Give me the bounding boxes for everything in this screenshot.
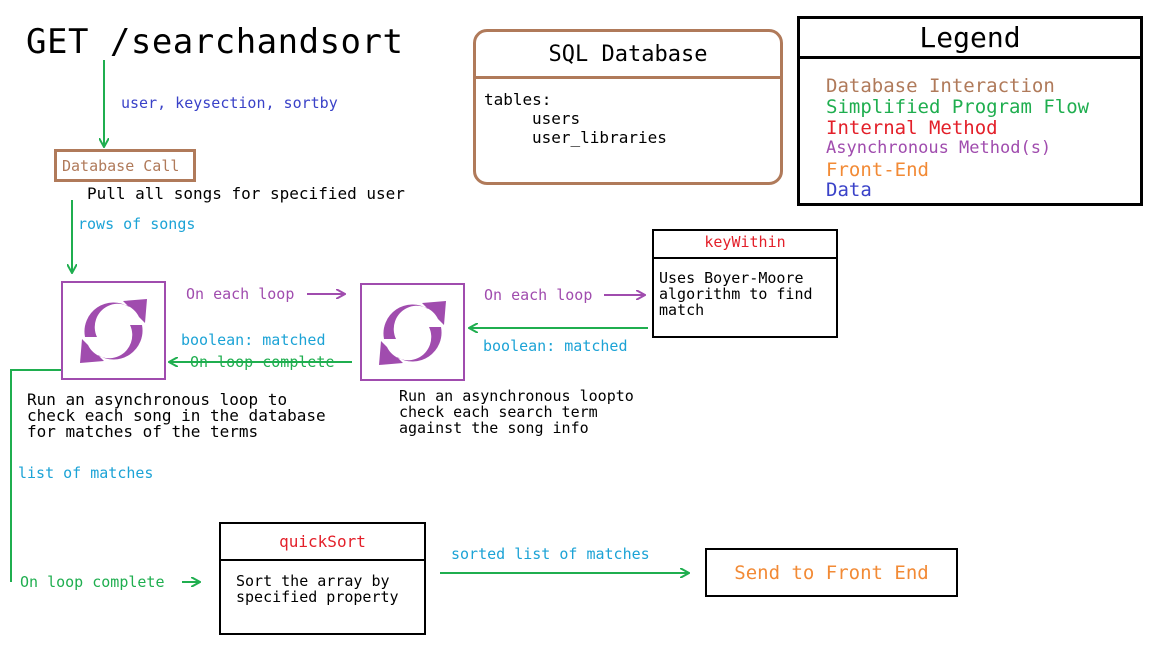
matches-on-loop-complete-label: On loop complete [20, 573, 165, 591]
legend-item-internal-method: Internal Method [826, 117, 998, 139]
quick-sort-box: quickSort Sort the array by specified pr… [219, 522, 426, 635]
database-call-description: Pull all songs for specified user [87, 184, 405, 203]
legend-divider [800, 56, 1140, 59]
outer-loop-description: Run an asynchronous loop to check each s… [27, 390, 326, 441]
legend-item-program-flow: Simplified Program Flow [826, 96, 1090, 118]
outer-on-loop-complete-label: On loop complete [190, 353, 335, 371]
key-within-description: Uses Boyer-Moore algorithm to find match [659, 269, 813, 319]
refresh-icon [80, 299, 147, 363]
front-end-box: Send to Front End [705, 548, 958, 597]
quick-sort-title: quickSort [279, 532, 366, 551]
endpoint-params: user, keysection, sortby [121, 94, 338, 112]
sql-tables-label: tables: [484, 90, 552, 109]
legend-item-database-interaction: Database Interaction [826, 75, 1055, 97]
refresh-icon [379, 301, 446, 365]
outer-on-each-loop-label: On each loop [186, 285, 295, 303]
legend-item-data: Data [826, 179, 872, 201]
legend-box: Legend Database Interaction Simplified P… [797, 16, 1143, 206]
sql-database-title: SQL Database [548, 42, 708, 67]
arrow-loop-to-quicksort [10, 369, 61, 582]
database-call-label: Database Call [62, 157, 180, 175]
list-of-matches-label: list of matches [18, 464, 154, 482]
sorted-list-label: sorted list of matches [451, 545, 650, 563]
quick-sort-divider [221, 559, 424, 561]
sql-database-divider [476, 76, 780, 79]
sql-database-box: SQL Database tables: users user_librarie… [473, 29, 783, 185]
inner-matched-label: boolean: matched [483, 337, 628, 355]
sql-table-users: users [532, 109, 581, 128]
key-within-box: keyWithin Uses Boyer-Moore algorithm to … [652, 229, 838, 338]
rows-of-songs-label: rows of songs [78, 215, 196, 233]
inner-on-each-loop-label: On each loop [484, 286, 593, 304]
inner-loop-box [360, 283, 465, 381]
outer-loop-box [61, 281, 166, 380]
outer-matched-label: boolean: matched [181, 331, 326, 349]
legend-item-async-method: Asynchronous Method(s) [826, 138, 1052, 158]
inner-loop-description: Run an asynchronous loopto check each se… [399, 387, 634, 437]
key-within-title: keyWithin [704, 233, 786, 251]
database-call-box: Database Call [54, 149, 196, 182]
legend-title: Legend [919, 21, 1021, 54]
key-within-divider [654, 257, 836, 259]
endpoint-title: GET /searchandsort [26, 22, 404, 62]
legend-item-front-end: Front-End [826, 159, 929, 181]
quick-sort-description: Sort the array by specified property [236, 572, 399, 606]
front-end-label: Send to Front End [734, 562, 929, 584]
sql-table-user-libraries: user_libraries [532, 128, 667, 147]
